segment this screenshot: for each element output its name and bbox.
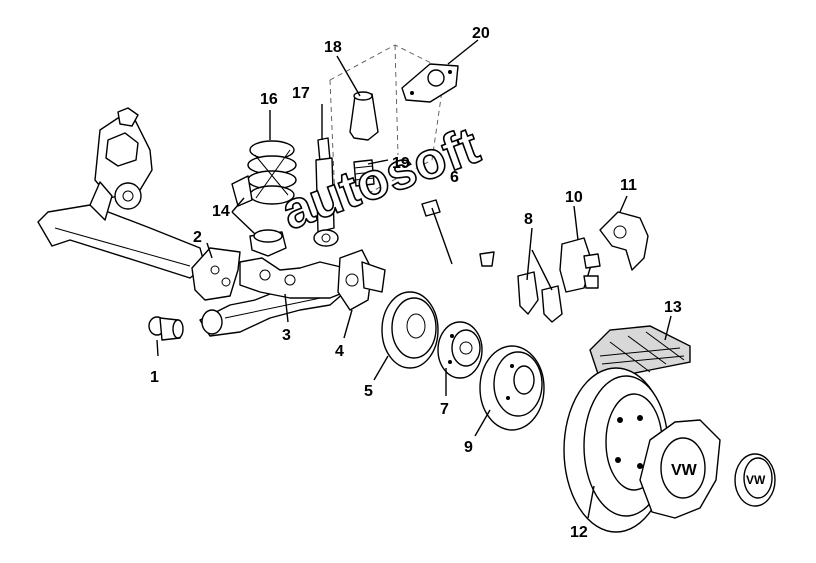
part-2-bracket [191, 247, 241, 301]
part-8-brake-pads [517, 271, 563, 323]
part-12-wheel-rim [563, 367, 669, 533]
callout-18: 18 [324, 39, 342, 56]
callout-9: 9 [464, 439, 473, 456]
callout-19: 19 [392, 155, 410, 172]
callout-10: 10 [565, 189, 583, 206]
vw-logo-centre-cap: VW [746, 473, 766, 487]
part-17-shock-absorber [313, 137, 339, 247]
part-11-brake-caliper [599, 211, 649, 271]
part-10-wheel-cylinder [559, 237, 601, 293]
part-7-wheel-hub [437, 321, 483, 379]
vw-logo-hubcap: VW [671, 462, 698, 479]
part-1-bushing [148, 316, 184, 341]
callout-8: 8 [524, 211, 533, 228]
callout-17: 17 [292, 85, 310, 102]
part-16-coil-spring [247, 140, 297, 205]
centre-cap: VW [734, 453, 776, 507]
part-18-dust-boot [349, 91, 379, 141]
callout-labels: 1 2 3 4 5 6 7 8 9 10 11 12 13 14 16 17 1… [150, 25, 682, 541]
callout-11: 11 [620, 177, 637, 194]
callout-16: 16 [260, 91, 278, 108]
callout-4: 4 [335, 343, 344, 360]
callout-2: 2 [193, 229, 202, 246]
leader-lines [156, 39, 672, 519]
callout-20: 20 [472, 25, 490, 42]
callout-1: 1 [150, 369, 159, 386]
callout-7: 7 [440, 401, 449, 418]
callout-5: 5 [364, 383, 373, 400]
callout-12: 12 [570, 524, 588, 541]
callout-14: 14 [212, 203, 230, 220]
part-20-upper-mount [401, 63, 459, 103]
hub-cap: VW [639, 419, 721, 519]
callout-13: 13 [664, 299, 682, 316]
part-4-stub-axle [337, 249, 386, 311]
part-9-brake-drum [479, 345, 545, 431]
part-14-spring-seats [231, 175, 287, 257]
callout-6: 6 [450, 169, 459, 186]
callout-3: 3 [282, 327, 291, 344]
part-6-brake-hose [421, 199, 495, 267]
rear-axle-beam [37, 107, 351, 337]
part-19-bump-stop [353, 159, 375, 187]
part-5-brake-disc [381, 291, 439, 369]
